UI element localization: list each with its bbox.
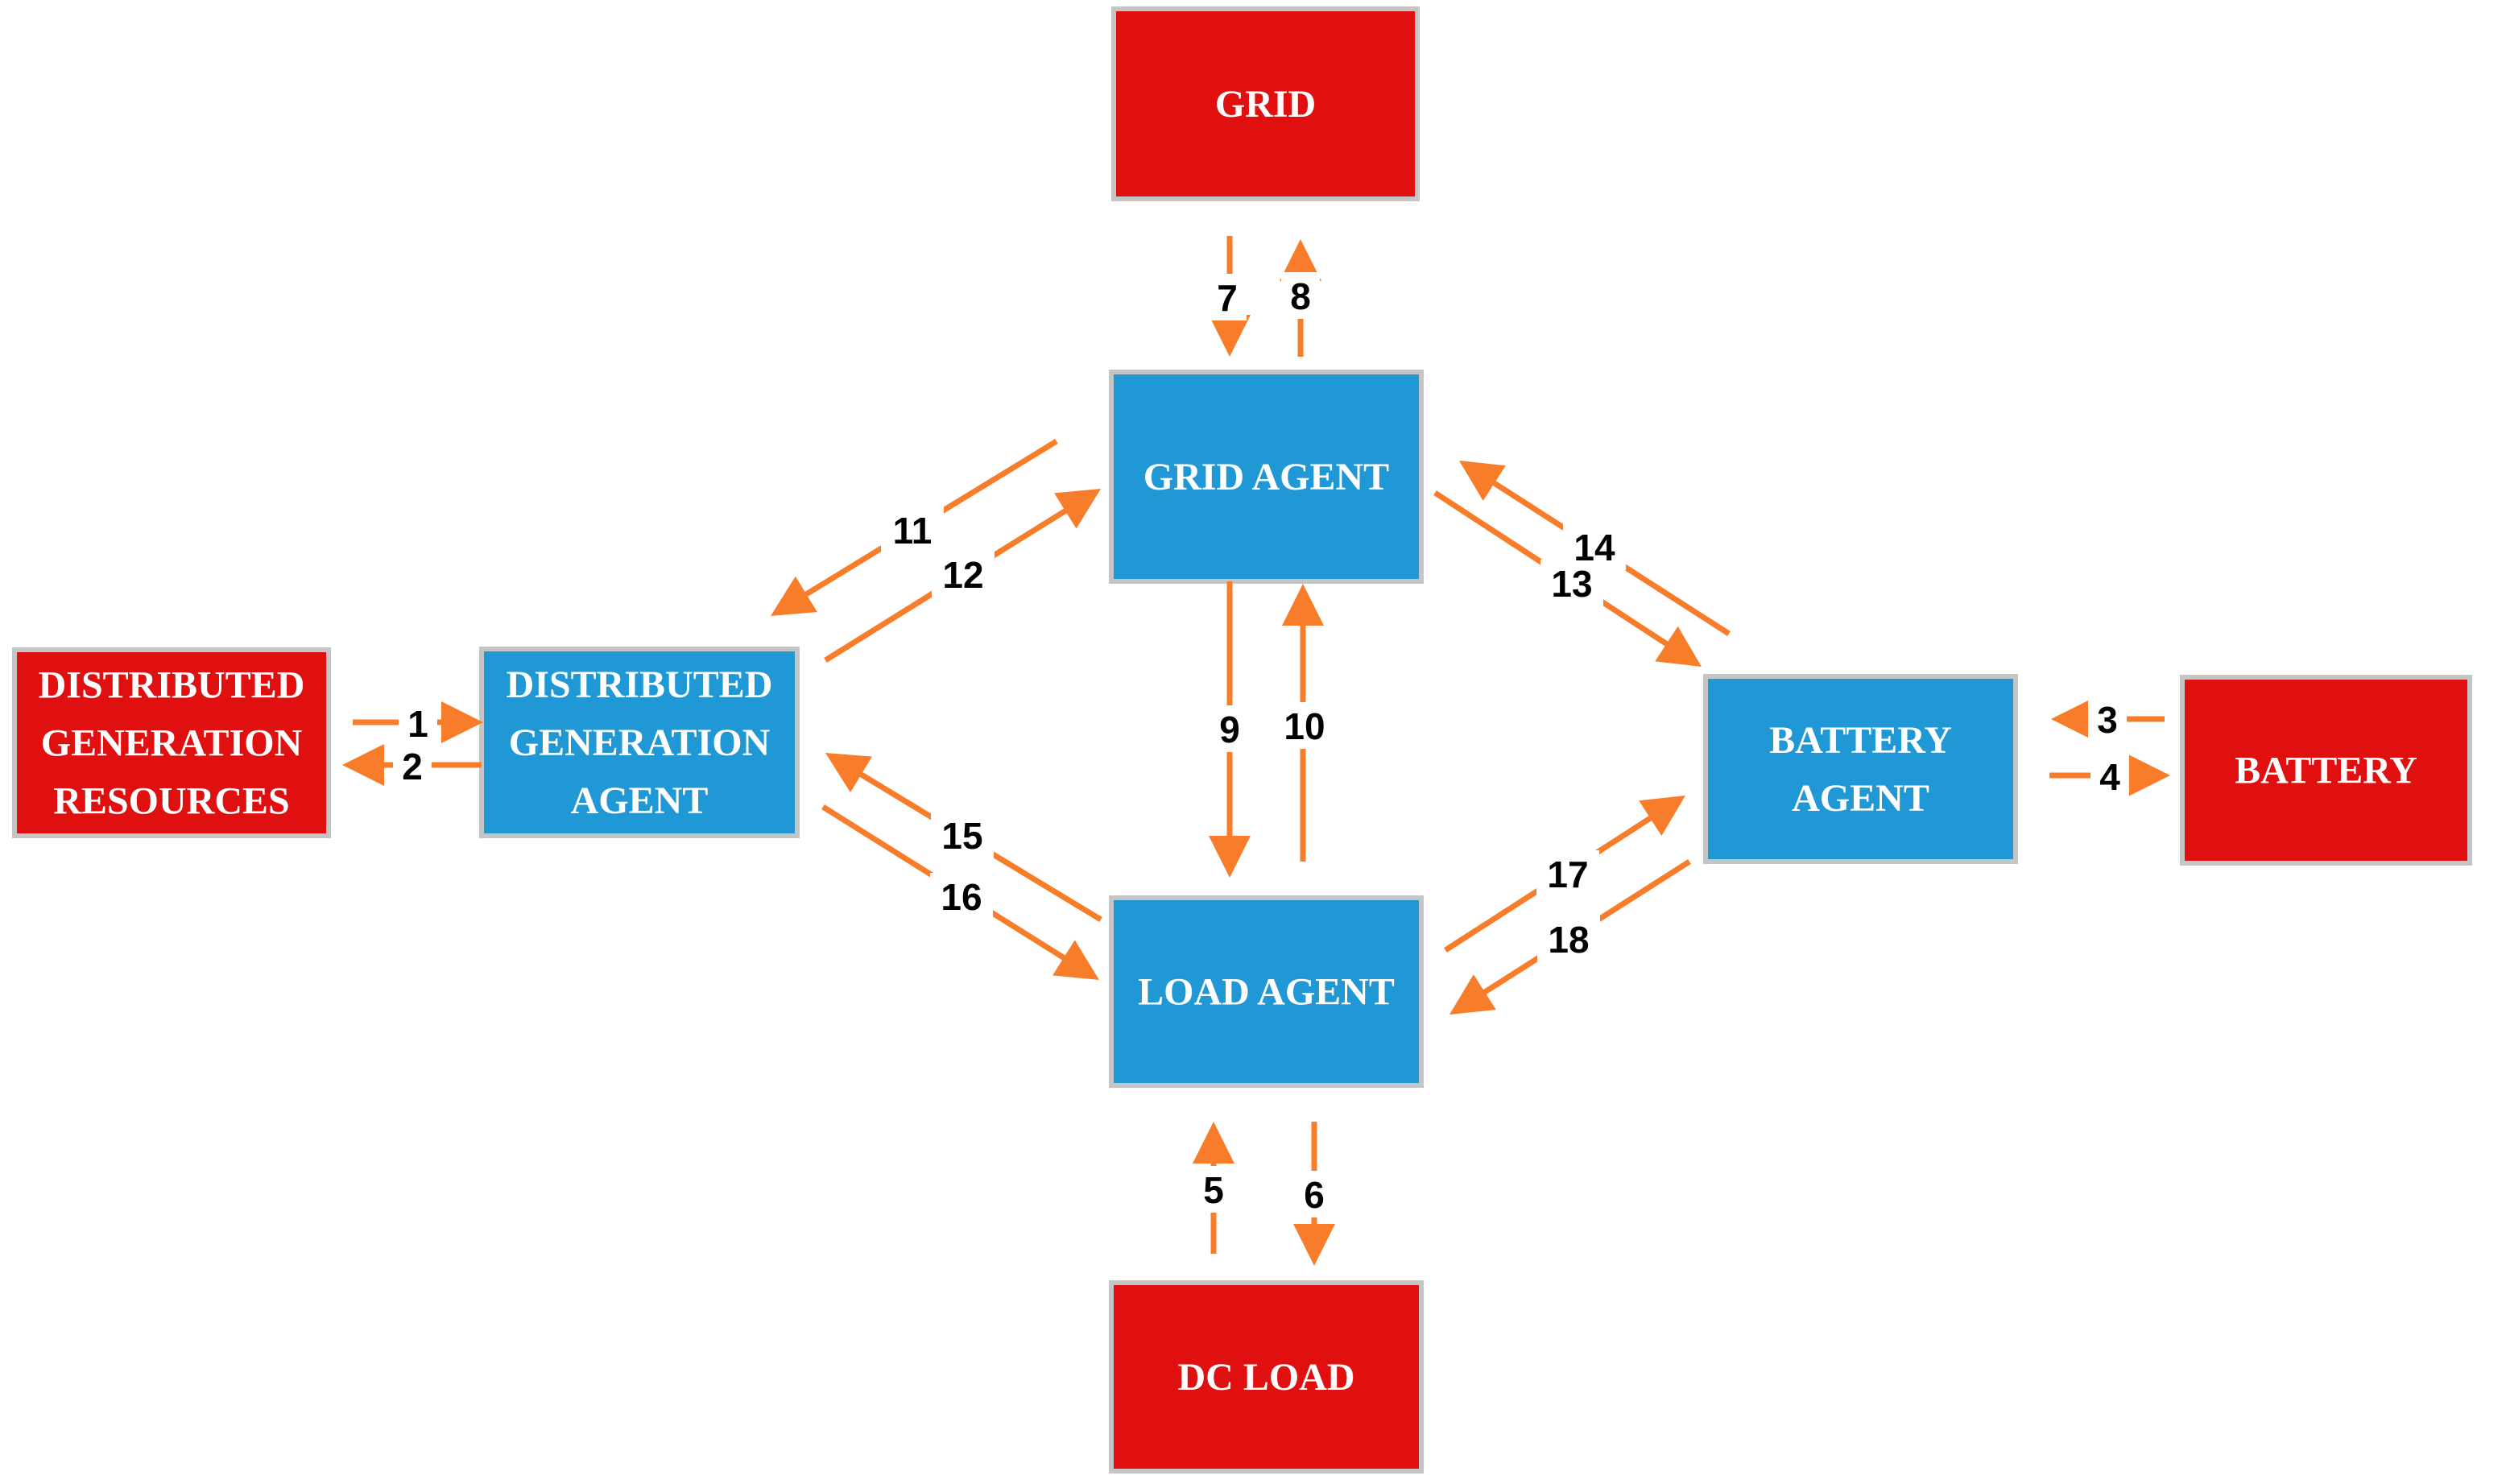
arrow-13-head (1655, 626, 1702, 667)
arrow-4-head (2128, 754, 2170, 796)
node-battery-box (2180, 675, 2472, 866)
node-grid-box (1111, 6, 1420, 201)
arrow-18-label-bg (1537, 916, 1600, 962)
arrow-1-head (441, 701, 483, 743)
arrow-17-head (1639, 796, 1685, 837)
arrow-8-label-bg (1281, 272, 1320, 319)
node-load-agent: LOAD AGENT (1109, 895, 1424, 1088)
arrow-1-label: 1 (407, 703, 428, 745)
arrow-5-label-bg (1194, 1166, 1233, 1213)
arrow-6-label-bg (1295, 1171, 1334, 1217)
node-dc-load-label: DC LOAD (1177, 1356, 1354, 1399)
arrow-10-label: 10 (1284, 705, 1325, 747)
arrow-16-label-bg (930, 873, 993, 920)
arrow-16-head (1052, 940, 1099, 980)
arrow-7: 7 (1208, 236, 1251, 357)
arrow-4: 4 (2049, 753, 2170, 800)
arrow-9-label: 9 (1219, 709, 1240, 750)
arrow-14-label: 14 (1573, 527, 1615, 568)
node-dc-load: DC LOAD (1109, 1280, 1424, 1474)
arrow-17: 17 (1444, 796, 1685, 953)
node-grid-label: GRID (1215, 83, 1316, 126)
arrow-14: 14 (1459, 461, 1731, 636)
arrow-2-label: 2 (402, 746, 423, 787)
node-grid-agent: GRID AGENT (1109, 370, 1424, 584)
node-grid-agent-box (1109, 370, 1424, 584)
arrow-14-label-bg (1563, 523, 1626, 570)
arrow-3-label: 3 (2097, 699, 2118, 741)
arrow-18-label: 18 (1548, 919, 1589, 961)
arrow-18-head (1449, 974, 1496, 1015)
arrow-2-head (342, 744, 384, 786)
arrow-8-label: 8 (1290, 275, 1311, 317)
arrow-2-label-bg (393, 742, 432, 789)
node-battery: BATTERY (2180, 675, 2472, 866)
arrow-3-label-bg (2088, 696, 2127, 742)
arrow-18: 18 (1449, 859, 1691, 1015)
arrow-6-label: 6 (1304, 1174, 1325, 1216)
arrow-12-label: 12 (942, 554, 983, 596)
arrow-15: 15 (825, 753, 1102, 922)
node-grid: GRID (1111, 6, 1420, 201)
arrow-11: 11 (771, 439, 1058, 616)
arrow-2: 2 (342, 742, 482, 789)
node-grid-agent-label: GRID AGENT (1143, 456, 1389, 498)
arrow-16: 16 (821, 804, 1099, 980)
node-battery-label: BATTERY (2235, 750, 2417, 792)
arrow-14-head (1459, 461, 1506, 501)
arrow-11-label-bg (881, 506, 944, 553)
arrow-10-head (1282, 584, 1324, 626)
arrow-8: 8 (1280, 239, 1321, 357)
arrow-10-label-bg (1273, 702, 1336, 749)
node-load-agent-label: LOAD AGENT (1138, 971, 1395, 1014)
arrow-3: 3 (2051, 696, 2165, 742)
arrow-4-label-bg (2090, 753, 2129, 800)
arrow-9-head (1209, 836, 1251, 878)
arrow-3-head (2051, 698, 2093, 740)
arrow-8-head (1280, 239, 1321, 281)
arrow-6-head (1293, 1224, 1335, 1266)
arrow-9: 9 (1209, 581, 1251, 878)
arrow-12: 12 (824, 489, 1101, 663)
arrow-12-label-bg (932, 551, 995, 597)
arrow-16-label: 16 (941, 876, 982, 918)
node-distributed-generation-agent-box (479, 647, 800, 838)
arrow-11-head (771, 576, 817, 616)
node-dc-load-box (1109, 1280, 1424, 1474)
arrow-17-label: 17 (1547, 854, 1588, 895)
arrow-1: 1 (353, 700, 483, 746)
arrow-9-label-bg (1210, 705, 1249, 752)
arrow-12-head (1054, 489, 1101, 529)
arrow-1-label-bg (399, 700, 437, 746)
arrow-5-head (1193, 1122, 1234, 1164)
arrow-11-label: 11 (893, 510, 933, 552)
arrow-5-label: 5 (1203, 1169, 1224, 1211)
arrow-5: 5 (1193, 1122, 1234, 1254)
arrow-10: 10 (1273, 584, 1336, 862)
arrow-7-label-bg (1208, 274, 1247, 320)
arrow-7-head (1209, 315, 1251, 357)
arrow-15-label-bg (931, 812, 994, 858)
arrow-15-label: 15 (941, 815, 982, 857)
arrow-7-label: 7 (1217, 277, 1238, 319)
node-battery-agent-box (1703, 674, 2018, 864)
arrow-15-head (825, 753, 872, 793)
node-distributed-generation-resources-box (12, 647, 331, 838)
node-load-agent-box (1109, 895, 1424, 1088)
arrow-17-label-bg (1536, 850, 1599, 897)
arrow-13: 13 (1433, 490, 1702, 667)
arrow-6: 6 (1293, 1122, 1335, 1266)
arrow-4-label: 4 (2099, 756, 2120, 798)
